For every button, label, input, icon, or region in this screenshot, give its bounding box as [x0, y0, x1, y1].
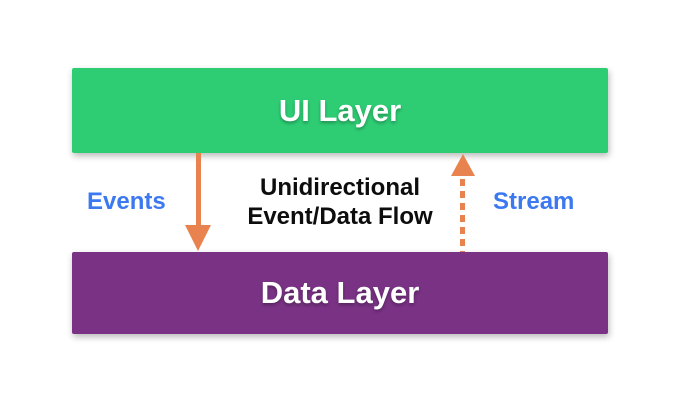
stream-arrow-up-icon	[451, 154, 475, 176]
flow-caption: Unidirectional Event/Data Flow	[230, 173, 450, 231]
events-label: Events	[87, 188, 166, 215]
events-arrow-line	[196, 153, 201, 226]
ui-layer-box: UI Layer	[72, 68, 608, 153]
ui-layer-label: UI Layer	[278, 92, 402, 128]
data-layer-label: Data Layer	[260, 275, 420, 310]
events-arrow-down-icon	[185, 225, 211, 251]
flow-caption-line2: Event/Data Flow	[247, 203, 433, 230]
flow-caption-line1: Unidirectional	[259, 174, 421, 201]
stream-arrow-dashed-line	[460, 179, 465, 252]
stream-label: Stream	[493, 188, 575, 215]
data-layer-box: Data Layer	[72, 252, 608, 334]
